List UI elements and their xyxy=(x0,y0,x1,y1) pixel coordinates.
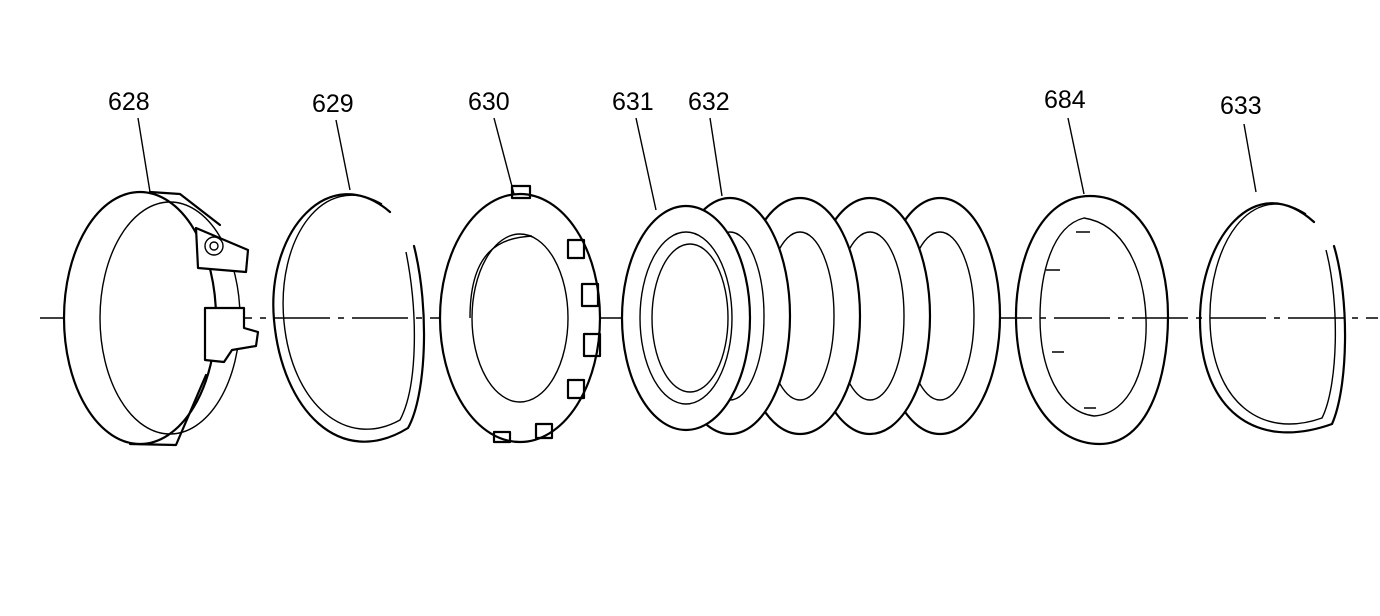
part-labels: 628 629 630 631 632 684 633 xyxy=(108,86,1262,120)
part-628-brake-band xyxy=(62,190,260,447)
part-629-snap-ring xyxy=(272,193,426,443)
part-630-steel-plate xyxy=(438,184,602,444)
label-628: 628 xyxy=(108,88,150,116)
leader-lines xyxy=(137,117,1257,211)
part-684-retainer xyxy=(1014,194,1170,446)
part-631-632-clutch-pack xyxy=(620,196,1002,436)
label-632: 632 xyxy=(688,88,730,116)
label-631: 631 xyxy=(612,88,654,116)
label-629: 629 xyxy=(312,90,354,118)
label-633: 633 xyxy=(1220,92,1262,120)
label-684: 684 xyxy=(1044,86,1086,114)
part-633-snap-ring xyxy=(1198,202,1347,434)
label-630: 630 xyxy=(468,88,510,116)
